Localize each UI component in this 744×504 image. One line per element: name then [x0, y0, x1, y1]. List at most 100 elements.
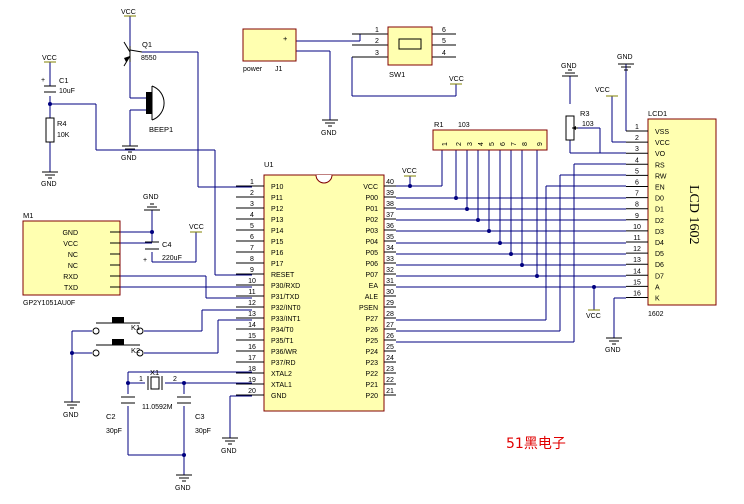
- r1-value: 103: [458, 122, 470, 129]
- svg-text:GND: GND: [561, 63, 577, 70]
- u1-pin-number: 22: [386, 377, 394, 384]
- lcd-value: 1602: [648, 311, 664, 318]
- j1-ref: J1: [275, 66, 283, 73]
- u1-pin-number: 11: [248, 289, 255, 296]
- u1-pin-name: P33/INT1: [271, 316, 301, 323]
- svg-text:GND: GND: [63, 412, 79, 419]
- m1-pin-label: NC: [68, 263, 78, 270]
- vcc-lcd: VCC: [595, 87, 618, 97]
- r1-pin-number: 2: [456, 142, 463, 146]
- u1-pin-name: P30/RXD: [271, 283, 300, 290]
- u1-pin-name: XTAL1: [271, 382, 292, 389]
- svg-text:+: +: [41, 77, 45, 84]
- vcc-label: VCC: [586, 313, 601, 320]
- u1-pin-number: 40: [386, 179, 394, 186]
- lcd-pin-name: A: [655, 284, 660, 291]
- u1-pin-number: 32: [386, 267, 394, 274]
- gnd-symbols: GND GND GND GND GND GND GND GND GND GND: [41, 54, 634, 492]
- vcc-label: VCC: [121, 9, 136, 16]
- x1-crystal: X1 1 2 11.0592M: [139, 368, 177, 411]
- gnd-c4: GND: [143, 194, 160, 211]
- u1-pin-number: 39: [386, 190, 394, 197]
- k1-ref: K1: [131, 323, 140, 332]
- u1-pin-name: P20: [366, 393, 379, 400]
- wires: [49, 16, 627, 475]
- u1-pin-number: 13: [248, 311, 256, 318]
- u1-pin-name: P21: [366, 382, 379, 389]
- lcd-pin-number: 15: [633, 279, 641, 286]
- u1-pin-number: 8: [250, 256, 254, 263]
- lcd-pin-number: 5: [635, 168, 639, 175]
- vcc-ea: VCC: [586, 309, 601, 320]
- u1-pin-name: XTAL2: [271, 371, 292, 378]
- r3-value: 103: [582, 121, 594, 128]
- c3-value: 30pF: [195, 428, 211, 435]
- svg-text:GND: GND: [41, 181, 57, 188]
- u1-mcu: U1 1P102P113P124P135P146P157P168P179RESE…: [236, 160, 396, 412]
- r1-pin-number: 8: [522, 142, 529, 146]
- u1-pin-name: P23: [366, 360, 379, 367]
- lcd-pin-name: K: [655, 296, 660, 303]
- u1-pin-name: P16: [271, 250, 284, 257]
- u1-pin-name: P17: [271, 261, 284, 268]
- u1-pin-number: 34: [386, 245, 394, 252]
- svg-text:4: 4: [442, 50, 446, 57]
- u1-pin-name: P05: [366, 250, 379, 257]
- c2-ref: C2: [106, 412, 116, 421]
- svg-text:2: 2: [173, 376, 177, 383]
- u1-pin-number: 16: [248, 344, 256, 351]
- vcc-c4: VCC: [189, 224, 204, 233]
- u1-pin-number: 27: [386, 322, 394, 329]
- u1-pin-name: P12: [271, 206, 284, 213]
- q1-transistor: Q1 8550: [123, 40, 157, 67]
- svg-text:+: +: [143, 257, 147, 264]
- vcc-c1: VCC: [42, 55, 57, 63]
- lcd-pin-name: VO: [655, 151, 666, 158]
- svg-text:1: 1: [139, 376, 143, 383]
- u1-pin-number: 37: [386, 212, 394, 219]
- u1-pin-name: P14: [271, 228, 284, 235]
- u1-pin-name: P37/RD: [271, 360, 296, 367]
- u1-pin-number: 2: [250, 190, 254, 197]
- c4-capacitor: + C4 220uF: [143, 240, 182, 264]
- lcd-pin-name: D3: [655, 229, 664, 236]
- gnd-u1: GND: [221, 437, 238, 455]
- lcd-pin-number: 12: [633, 246, 641, 253]
- c2-capacitor: C2 30pF: [106, 396, 135, 435]
- lcd-pin-number: 13: [633, 257, 641, 264]
- u1-pin-number: 4: [250, 212, 254, 219]
- beep-ref: BEEP1: [149, 125, 173, 134]
- u1-pin-number: 25: [386, 344, 394, 351]
- svg-text:GND: GND: [605, 347, 621, 354]
- c1-ref: C1: [59, 76, 69, 85]
- u1-pin-number: 15: [248, 333, 256, 340]
- svg-text:3: 3: [375, 50, 379, 57]
- u1-pin-name: P36/WR: [271, 349, 297, 356]
- lcd-pin-name: D7: [655, 273, 664, 280]
- u1-pin-name: P02: [366, 217, 379, 224]
- u1-pin-number: 21: [386, 388, 394, 395]
- r1-pin-number: 7: [511, 142, 518, 146]
- u1-pin-number: 17: [248, 355, 256, 362]
- m1-pin-label: GND: [62, 230, 78, 237]
- lcd-pin-number: 1: [635, 124, 639, 131]
- svg-text:GND: GND: [321, 130, 337, 137]
- u1-pin-name: P24: [366, 349, 379, 356]
- m1-pin-label: RXD: [63, 274, 78, 281]
- r1-pin-number: 4: [478, 142, 485, 146]
- lcd-pin-name: D0: [655, 196, 664, 203]
- k2-key: K2: [92, 339, 144, 357]
- svg-text:GND: GND: [617, 54, 633, 61]
- u1-pin-number: 30: [386, 289, 394, 296]
- gnd-beep: GND: [121, 145, 138, 162]
- u1-pin-number: 12: [248, 300, 256, 307]
- x1-ref: X1: [150, 368, 159, 377]
- vcc-q1: VCC: [121, 9, 136, 17]
- u1-pin-name: P03: [366, 228, 379, 235]
- gnd-j1: GND: [321, 119, 338, 137]
- svg-text:GND: GND: [143, 194, 159, 201]
- c3-capacitor: C3 30pF: [177, 396, 211, 435]
- gnd-lcd-k: GND: [605, 337, 622, 354]
